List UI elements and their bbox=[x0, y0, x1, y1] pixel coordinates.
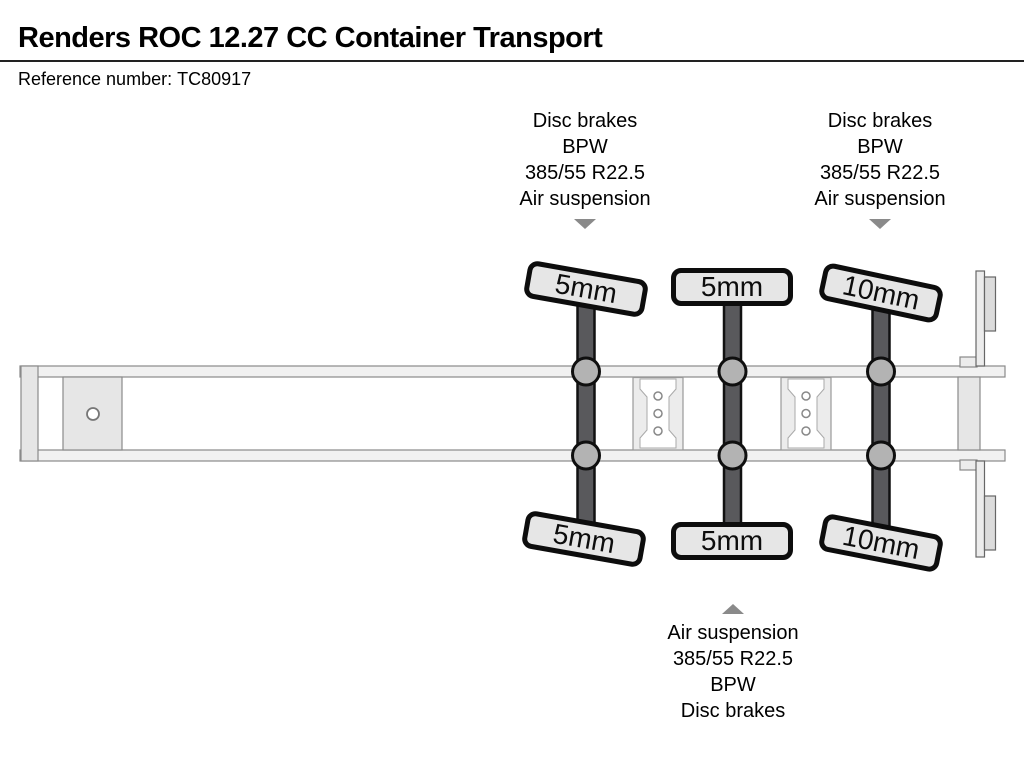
spec-line: Disc brakes bbox=[680, 700, 786, 722]
air-bellow bbox=[571, 440, 601, 471]
rivet-hole bbox=[801, 408, 811, 419]
spec-line: Air suspension bbox=[519, 188, 651, 210]
header-divider bbox=[0, 60, 1024, 62]
spec-line: Disc brakes bbox=[532, 110, 638, 132]
air-bellow bbox=[571, 356, 601, 387]
rear-upper-bumper-bar bbox=[959, 270, 997, 368]
crossmember-2 bbox=[780, 376, 832, 451]
rivet-hole bbox=[801, 391, 811, 401]
rivet-hole bbox=[653, 426, 663, 436]
top-rail bbox=[19, 365, 1006, 378]
reference-value: TC80917 bbox=[177, 69, 252, 89]
kingpin bbox=[86, 407, 100, 421]
spec-line: BPW bbox=[562, 136, 608, 158]
spec-line: Air suspension bbox=[667, 622, 799, 644]
spec-line: 385/55 R22.5 bbox=[524, 162, 646, 184]
spec-line: 385/55 R22.5 bbox=[819, 162, 941, 184]
axle-3 bbox=[871, 291, 891, 547]
reference-number: Reference number:TC80917 bbox=[18, 69, 251, 90]
rear-crossmember bbox=[957, 376, 981, 451]
page-title: Renders ROC 12.27 CC Container Transport bbox=[18, 22, 603, 54]
spec-line: BPW bbox=[710, 674, 756, 696]
spec-line: BPW bbox=[857, 136, 903, 158]
axle-spec-annotation-top-left: Disc brakes BPW 385/55 R22.5 Air suspens… bbox=[455, 108, 715, 229]
front-crossmember bbox=[20, 365, 39, 462]
tire-tread-label-top-2: 5mm bbox=[671, 268, 793, 306]
arrow-down-icon bbox=[869, 219, 891, 229]
spec-line: Disc brakes bbox=[827, 110, 933, 132]
rivet-hole bbox=[653, 408, 663, 419]
axle-spec-annotation-bottom: Air suspension 385/55 R22.5 BPW Disc bra… bbox=[603, 604, 863, 724]
tire-tread-label-bottom-2: 5mm bbox=[671, 522, 793, 560]
air-bellow bbox=[866, 440, 896, 471]
rivet-hole bbox=[653, 391, 663, 401]
reference-label: Reference number: bbox=[18, 69, 173, 89]
axle-spec-annotation-top-right: Disc brakes BPW 385/55 R22.5 Air suspens… bbox=[750, 108, 1010, 229]
spec-line: 385/55 R22.5 bbox=[672, 648, 794, 670]
rear-lower-bumper-bar bbox=[959, 459, 997, 558]
arrow-up-icon bbox=[722, 604, 744, 614]
air-bellow bbox=[717, 356, 748, 387]
spec-line: Air suspension bbox=[814, 188, 946, 210]
air-bellow bbox=[717, 440, 748, 471]
axle-2 bbox=[722, 291, 743, 547]
axle-1 bbox=[576, 291, 596, 547]
arrow-down-icon bbox=[574, 219, 596, 229]
air-bellow bbox=[866, 356, 896, 387]
bottom-rail bbox=[19, 449, 1006, 462]
rivet-hole bbox=[801, 426, 811, 436]
crossmember-1 bbox=[632, 376, 684, 451]
